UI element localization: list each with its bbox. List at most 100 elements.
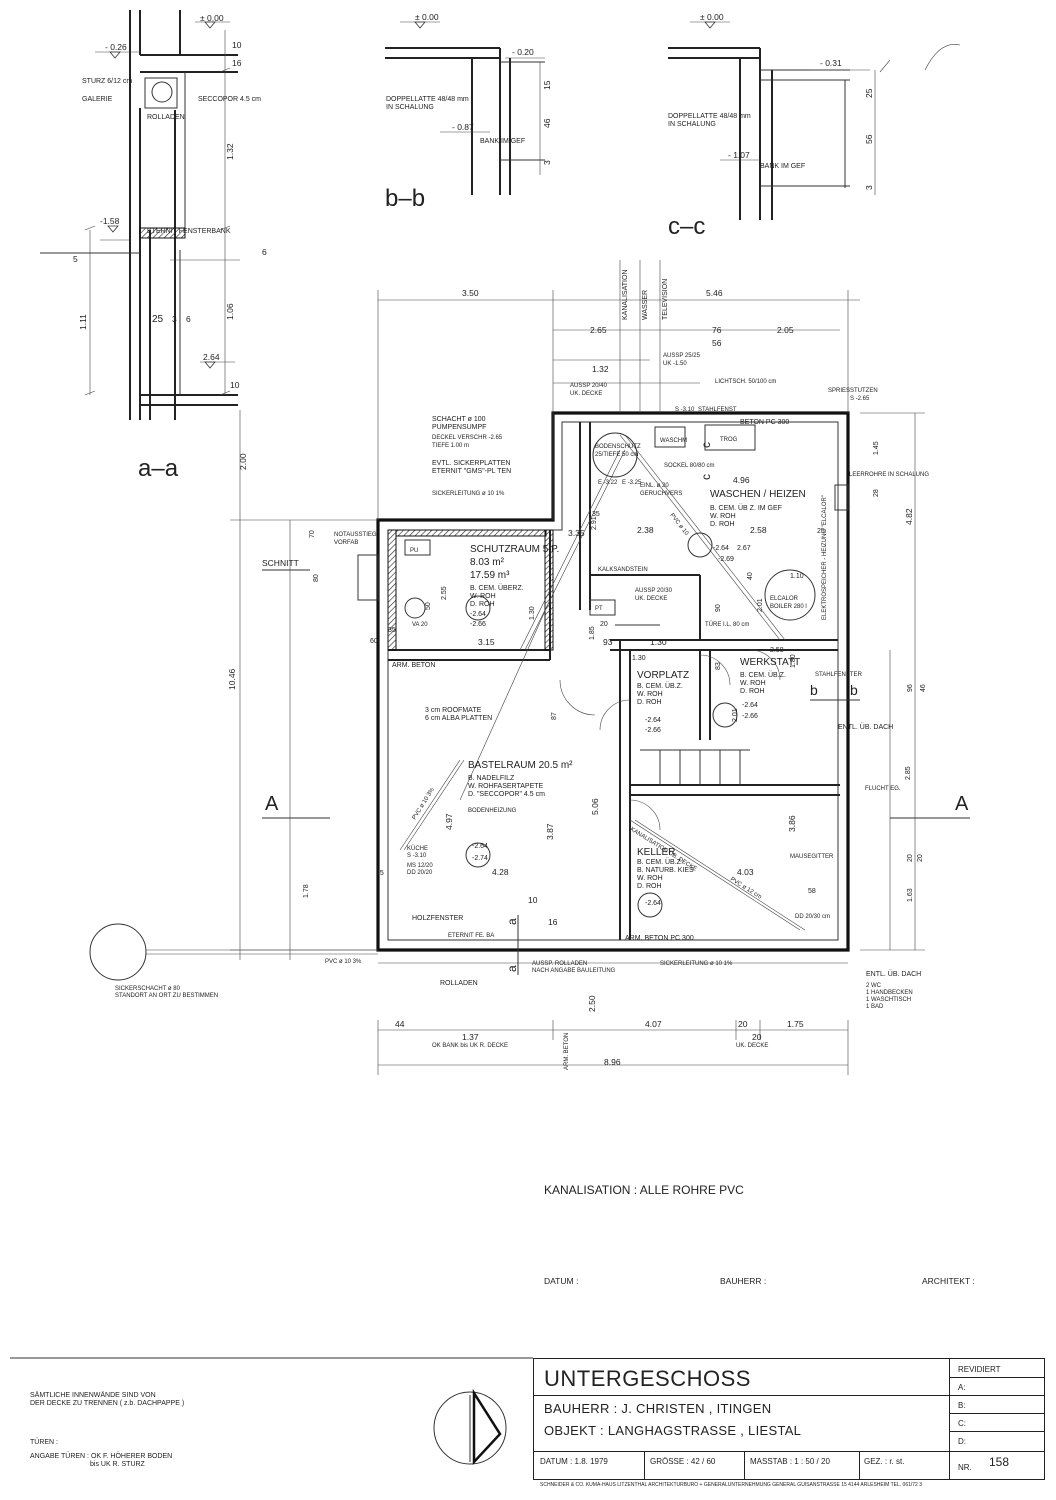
plan-dim-57: 1.30 xyxy=(632,655,646,662)
plan-dim-6: 1.32 xyxy=(592,364,609,374)
plan-dim-29: 16 xyxy=(548,917,558,927)
aa-dim-3: 5 xyxy=(73,254,78,264)
plan-dim-48: 35 xyxy=(592,511,600,518)
section-aa: ± 0.00 - 0.26 -1.58 2.64 STURZ 6/12 cm G… xyxy=(40,10,267,482)
bb-dim-1: 46 xyxy=(542,118,552,128)
title-block-nr: 158 xyxy=(989,1455,1010,1469)
plan-dim-16: 3.87 xyxy=(545,823,555,840)
plan-dim-64: 20 xyxy=(600,621,608,628)
plan-note-1: PUMPENSUMPF xyxy=(432,424,486,431)
plan-note-69: PU xyxy=(410,548,418,554)
section-marker-b-right: b xyxy=(850,682,858,698)
plan-dim-4: 56 xyxy=(712,338,722,348)
plan-dim-5: 2.05 xyxy=(777,325,794,335)
room-keller-finish-3: D. ROH xyxy=(637,883,662,890)
general-notes: KANALISATION : ALLE ROHRE PVC DATUM : BA… xyxy=(10,1183,975,1468)
plan-note-33: TROG xyxy=(720,437,738,443)
room-bastelraum-level-0: -2.64 xyxy=(472,843,488,850)
room-waschen-finish-2: D. ROH xyxy=(710,521,735,528)
room-werkstatt-finish-0: B. CEM. ÜB.Z. xyxy=(740,671,786,679)
plan-dim-35: 1.10 xyxy=(790,573,804,580)
plan-dim-41: 20 xyxy=(907,854,914,862)
plan-note-46: S -2.65 xyxy=(850,396,870,402)
plan-note-7: NOTAUSSTIEG xyxy=(334,532,377,538)
plan-note-61: KANALISATION xyxy=(622,270,629,320)
room-waschen-finish-1: W. ROH xyxy=(710,513,736,520)
room-keller-level-0: -2.64 xyxy=(645,900,661,907)
plan-note-66: E -3.25 xyxy=(622,480,642,486)
room-bastelraum-finish-1: W. ROHFASERTAPETE xyxy=(468,783,544,790)
sanitary-list-1: 2 WC xyxy=(866,983,882,989)
plan-dim-56: 2.91 xyxy=(591,516,598,530)
plan-dim-19: 4.03 xyxy=(737,867,754,877)
title-block-revidiert: REVIDIERT xyxy=(958,1365,1001,1374)
room-werkstatt-finish-2: D. ROH xyxy=(740,688,765,695)
room-vorplatz-finish-0: B. CEM. ÜB.Z. xyxy=(637,682,683,690)
plan-dim-36: 2.01 xyxy=(757,598,764,612)
cc-dim-1: 56 xyxy=(864,134,874,144)
note-tueren: TÜREN : xyxy=(30,1438,58,1446)
section-marker-A-left: A xyxy=(265,793,279,815)
plan-note-13: KÜCHE xyxy=(407,845,428,852)
plan-dim-22: 1.75 xyxy=(787,1019,804,1029)
plan-dim-43: 1.63 xyxy=(907,888,914,902)
cc-dim-2: 3 xyxy=(864,185,874,190)
room-schutzraum-finish-0: B. CEM. ÜBERZ. xyxy=(470,584,524,592)
plan-note-4: EVTL. SICKERPLATTEN xyxy=(432,460,510,467)
title-block-rev-c: C: xyxy=(958,1419,966,1428)
plan-dim-61: 90 xyxy=(715,604,722,612)
cc-level-2: - 1.07 xyxy=(728,150,750,160)
section-bb-label: b–b xyxy=(385,185,425,212)
floor-plan: SCHUTZRAUM 5 P. 8.03 m² 17.59 m³ B. CEM.… xyxy=(89,260,970,1075)
section-marker-A-right: A xyxy=(955,793,969,815)
plan-note-6: SICKERLEITUNG ø 10 1% xyxy=(432,491,505,497)
plan-dim-52: 60 xyxy=(370,638,378,645)
plan-note-32: WASCHM xyxy=(660,438,687,444)
note-bauherr: BAUHERR : xyxy=(720,1276,766,1286)
sanitary-list-3: 1 WASCHTISCH xyxy=(866,997,911,1003)
section-bb: ± 0.00 - 0.20 - 0.87 DOPPELLATTE 48/48 m… xyxy=(385,12,552,212)
plan-note-27: UK -1.50 xyxy=(663,361,687,367)
bb-note-0: DOPPELLATTE 48/48 mm xyxy=(386,96,469,103)
plan-dim-38: 96 xyxy=(907,684,914,692)
aa-dim-8: 6 xyxy=(186,314,191,324)
plan-dim-49: 35 xyxy=(388,627,396,634)
bb-dim-2: 3 xyxy=(542,160,552,165)
plan-dim-0: 3.50 xyxy=(462,288,479,298)
aa-dim-5: 1.11 xyxy=(78,314,88,330)
bb-level-2: - 0.87 xyxy=(452,122,474,132)
plan-note-54: PVC ø 10 xyxy=(668,513,689,538)
plan-dim-27: 20 xyxy=(752,1032,762,1042)
plan-note-21: SICKERLEITUNG ø 10 1% xyxy=(660,961,733,967)
title-block-title: UNTERGESCHOSS xyxy=(544,1366,751,1391)
aa-note-rolladen: ROLLADEN xyxy=(147,114,185,121)
sanitary-list-2: 1 HANDBECKEN xyxy=(866,990,913,996)
plan-note-47: STAHLFENSTER xyxy=(815,672,863,678)
room-bastelraum-finish-2: D. "SECCOPOR" 4.5 cm xyxy=(468,791,545,798)
plan-dim-21: 4.07 xyxy=(645,1019,662,1029)
room-werkstatt-level-0: -2.64 xyxy=(742,702,758,709)
plan-dim-32: 4.82 xyxy=(904,508,914,525)
plan-dim-7: 4.96 xyxy=(733,475,750,485)
plan-note-53: PVC ø 12 cm xyxy=(729,877,762,901)
bb-level-0: ± 0.00 xyxy=(415,12,439,22)
cc-note-0: DOPPELLATTE 48/48 mm xyxy=(668,113,751,120)
plan-note-26: AUSSP 25/25 xyxy=(663,353,701,359)
plan-note-59: OK BANK bis UK R. DECKE xyxy=(432,1043,508,1049)
plan-note-15: MS 12/20 xyxy=(407,863,433,869)
plan-note-67: E -3.22 xyxy=(598,480,618,486)
plan-note-55: PVC ø 10 3% xyxy=(325,959,362,965)
room-schutzraum-finish-2: D. ROH xyxy=(470,601,495,608)
plan-dim-54: 80 xyxy=(313,574,320,582)
plan-note-60: ARM. BETON xyxy=(564,1033,570,1070)
plan-note-12: 6 cm ALBA PLATTEN xyxy=(425,715,492,722)
room-waschen-finish-0: B. CEM. ÜB Z. IM GEF xyxy=(710,504,782,512)
plan-note-62: WASSER xyxy=(642,290,649,320)
title-block-footer: SCHNEIDER & CO. KUMA-HAUS LITZENTHAL ARC… xyxy=(540,1482,922,1488)
plan-note-31: 25/TIEFE 50 cm xyxy=(595,452,638,458)
plan-dim-31: 10.46 xyxy=(227,668,237,690)
plan-dim-13: 3.35 xyxy=(568,528,585,538)
cc-level-0: ± 0.00 xyxy=(700,12,724,22)
sanitary-list-0: ENTL. ÜB. DACH xyxy=(866,970,921,978)
title-block-rev-a: A: xyxy=(958,1383,966,1392)
